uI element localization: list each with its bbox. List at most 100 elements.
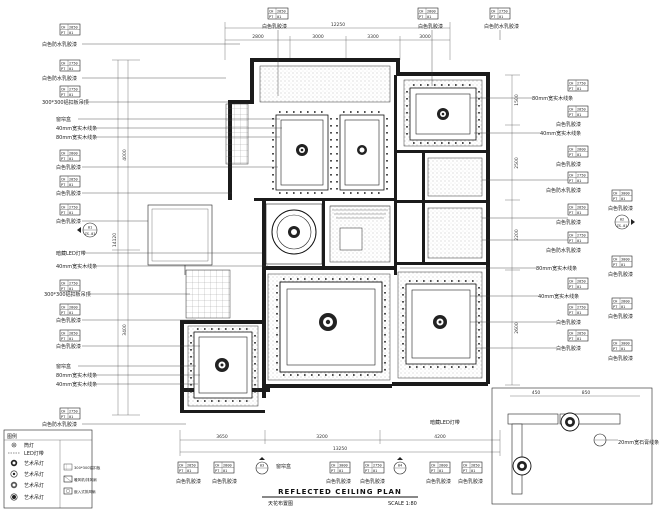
downlight <box>336 118 338 120</box>
downlight <box>469 142 471 144</box>
svg-text:CH: CH <box>61 26 65 30</box>
downlight <box>336 153 338 155</box>
svg-text:01: 01 <box>69 93 73 97</box>
svg-text:2850: 2850 <box>69 332 78 336</box>
downlight <box>378 111 380 113</box>
svg-text:2750: 2750 <box>577 174 586 178</box>
drawing-title-cn: 天花布置图 <box>268 500 293 507</box>
downlight <box>254 370 256 372</box>
downlight <box>367 374 369 376</box>
downlight <box>458 280 460 282</box>
downlight <box>409 366 411 368</box>
svg-text:2850: 2850 <box>69 178 78 182</box>
label-right-white-latex-1: 白色乳胶漆 <box>556 121 581 128</box>
downlight <box>451 280 453 282</box>
downlight <box>276 369 278 371</box>
dim-left-total: 14120 <box>112 233 118 247</box>
downlight <box>478 126 480 128</box>
downlight <box>239 400 241 402</box>
downlight <box>451 366 453 368</box>
downlight <box>276 313 278 315</box>
downlight <box>330 181 332 183</box>
downlight <box>416 366 418 368</box>
downlight <box>386 188 388 190</box>
downlight <box>386 153 388 155</box>
downlight <box>254 391 256 393</box>
label-wood-40-2: 40mm宽实木线条 <box>56 263 97 270</box>
svg-text:CH: CH <box>569 280 573 284</box>
left-dimension-chain: 4000 3400 14120 <box>112 59 140 416</box>
downlight <box>402 329 404 331</box>
downlight <box>384 348 386 350</box>
downlight <box>478 287 480 289</box>
downlight <box>300 192 302 194</box>
downlight <box>330 153 332 155</box>
label-right-white-latex-9: 白色乳胶漆 <box>608 355 633 362</box>
svg-text:CH: CH <box>61 62 65 66</box>
svg-text:2800: 2800 <box>223 464 232 468</box>
svg-text:PT: PT <box>61 287 66 291</box>
label-right-waterproof-1: 白色防水乳胶漆 <box>546 187 581 194</box>
label-right-wood-80-2: 80mm宽实木线条 <box>536 265 577 272</box>
svg-text:PT: PT <box>613 197 618 201</box>
svg-text:01: 01 <box>69 415 73 419</box>
dim-right-e: 2600 <box>514 322 520 334</box>
svg-text:PT: PT <box>365 469 370 473</box>
label-white-latex-3: 白色乳胶漆 <box>56 218 81 225</box>
downlight <box>437 366 439 368</box>
label-white-latex-2: 白色乳胶漆 <box>56 190 81 197</box>
detail-dim-b: 850 <box>582 390 591 396</box>
svg-text:嵌入式排风扇: 嵌入式排风扇 <box>74 489 96 494</box>
downlight <box>330 118 332 120</box>
svg-text:PT: PT <box>61 67 66 71</box>
svg-text:01: 01 <box>621 305 625 309</box>
label-bottom-white-latex-3: 白色乳胶漆 <box>326 478 351 485</box>
svg-text:2750: 2750 <box>69 62 78 66</box>
label-white-latex-5: 白色乳胶漆 <box>56 343 81 350</box>
downlight <box>413 142 415 144</box>
label-alu-gusset-2: 300*300铝扣板吊顶 <box>44 291 91 298</box>
downlight <box>311 374 313 376</box>
downlight <box>272 132 274 134</box>
legend-item-chandelier-2: 艺术吊灯 <box>10 470 44 478</box>
downlight <box>336 146 338 148</box>
dim-top-c: 3300 <box>367 34 379 40</box>
downlight <box>364 192 366 194</box>
label-right-white-latex-7: 白色乳胶漆 <box>556 319 581 326</box>
svg-text:PT: PT <box>215 469 220 473</box>
downlight <box>472 366 474 368</box>
downlight <box>350 192 352 194</box>
downlight <box>204 328 206 330</box>
downlight <box>190 391 192 393</box>
downlight <box>374 278 376 280</box>
downlight <box>455 84 457 86</box>
downlight <box>357 192 359 194</box>
svg-text:筒灯: 筒灯 <box>24 442 34 449</box>
drawing-scale: SCALE 1:80 <box>388 501 417 507</box>
svg-text:PT: PT <box>61 31 66 35</box>
svg-text:PT: PT <box>269 15 274 19</box>
downlight <box>478 112 480 114</box>
downlight <box>318 374 320 376</box>
svg-text:01: 01 <box>471 469 475 473</box>
downlight <box>402 350 404 352</box>
section-callout-left: 01 ZS-01 <box>77 222 98 238</box>
svg-text:01: 01 <box>577 239 581 243</box>
downlight <box>420 84 422 86</box>
svg-text:PT: PT <box>613 305 618 309</box>
svg-text:艺术吊灯: 艺术吊灯 <box>24 471 44 478</box>
downlight <box>420 142 422 144</box>
svg-text:01: 01 <box>69 31 73 35</box>
dim-right-c: 2200 <box>514 229 520 241</box>
legend-item-alu-panel: 300*300铝扣板 <box>63 463 101 471</box>
label-curtain-box-1: 窗帘盒 <box>56 116 71 123</box>
downlight <box>330 125 332 127</box>
downlight <box>307 111 309 113</box>
svg-text:01: 01 <box>223 469 227 473</box>
downlight <box>406 105 408 107</box>
svg-text:2800: 2800 <box>621 300 630 304</box>
